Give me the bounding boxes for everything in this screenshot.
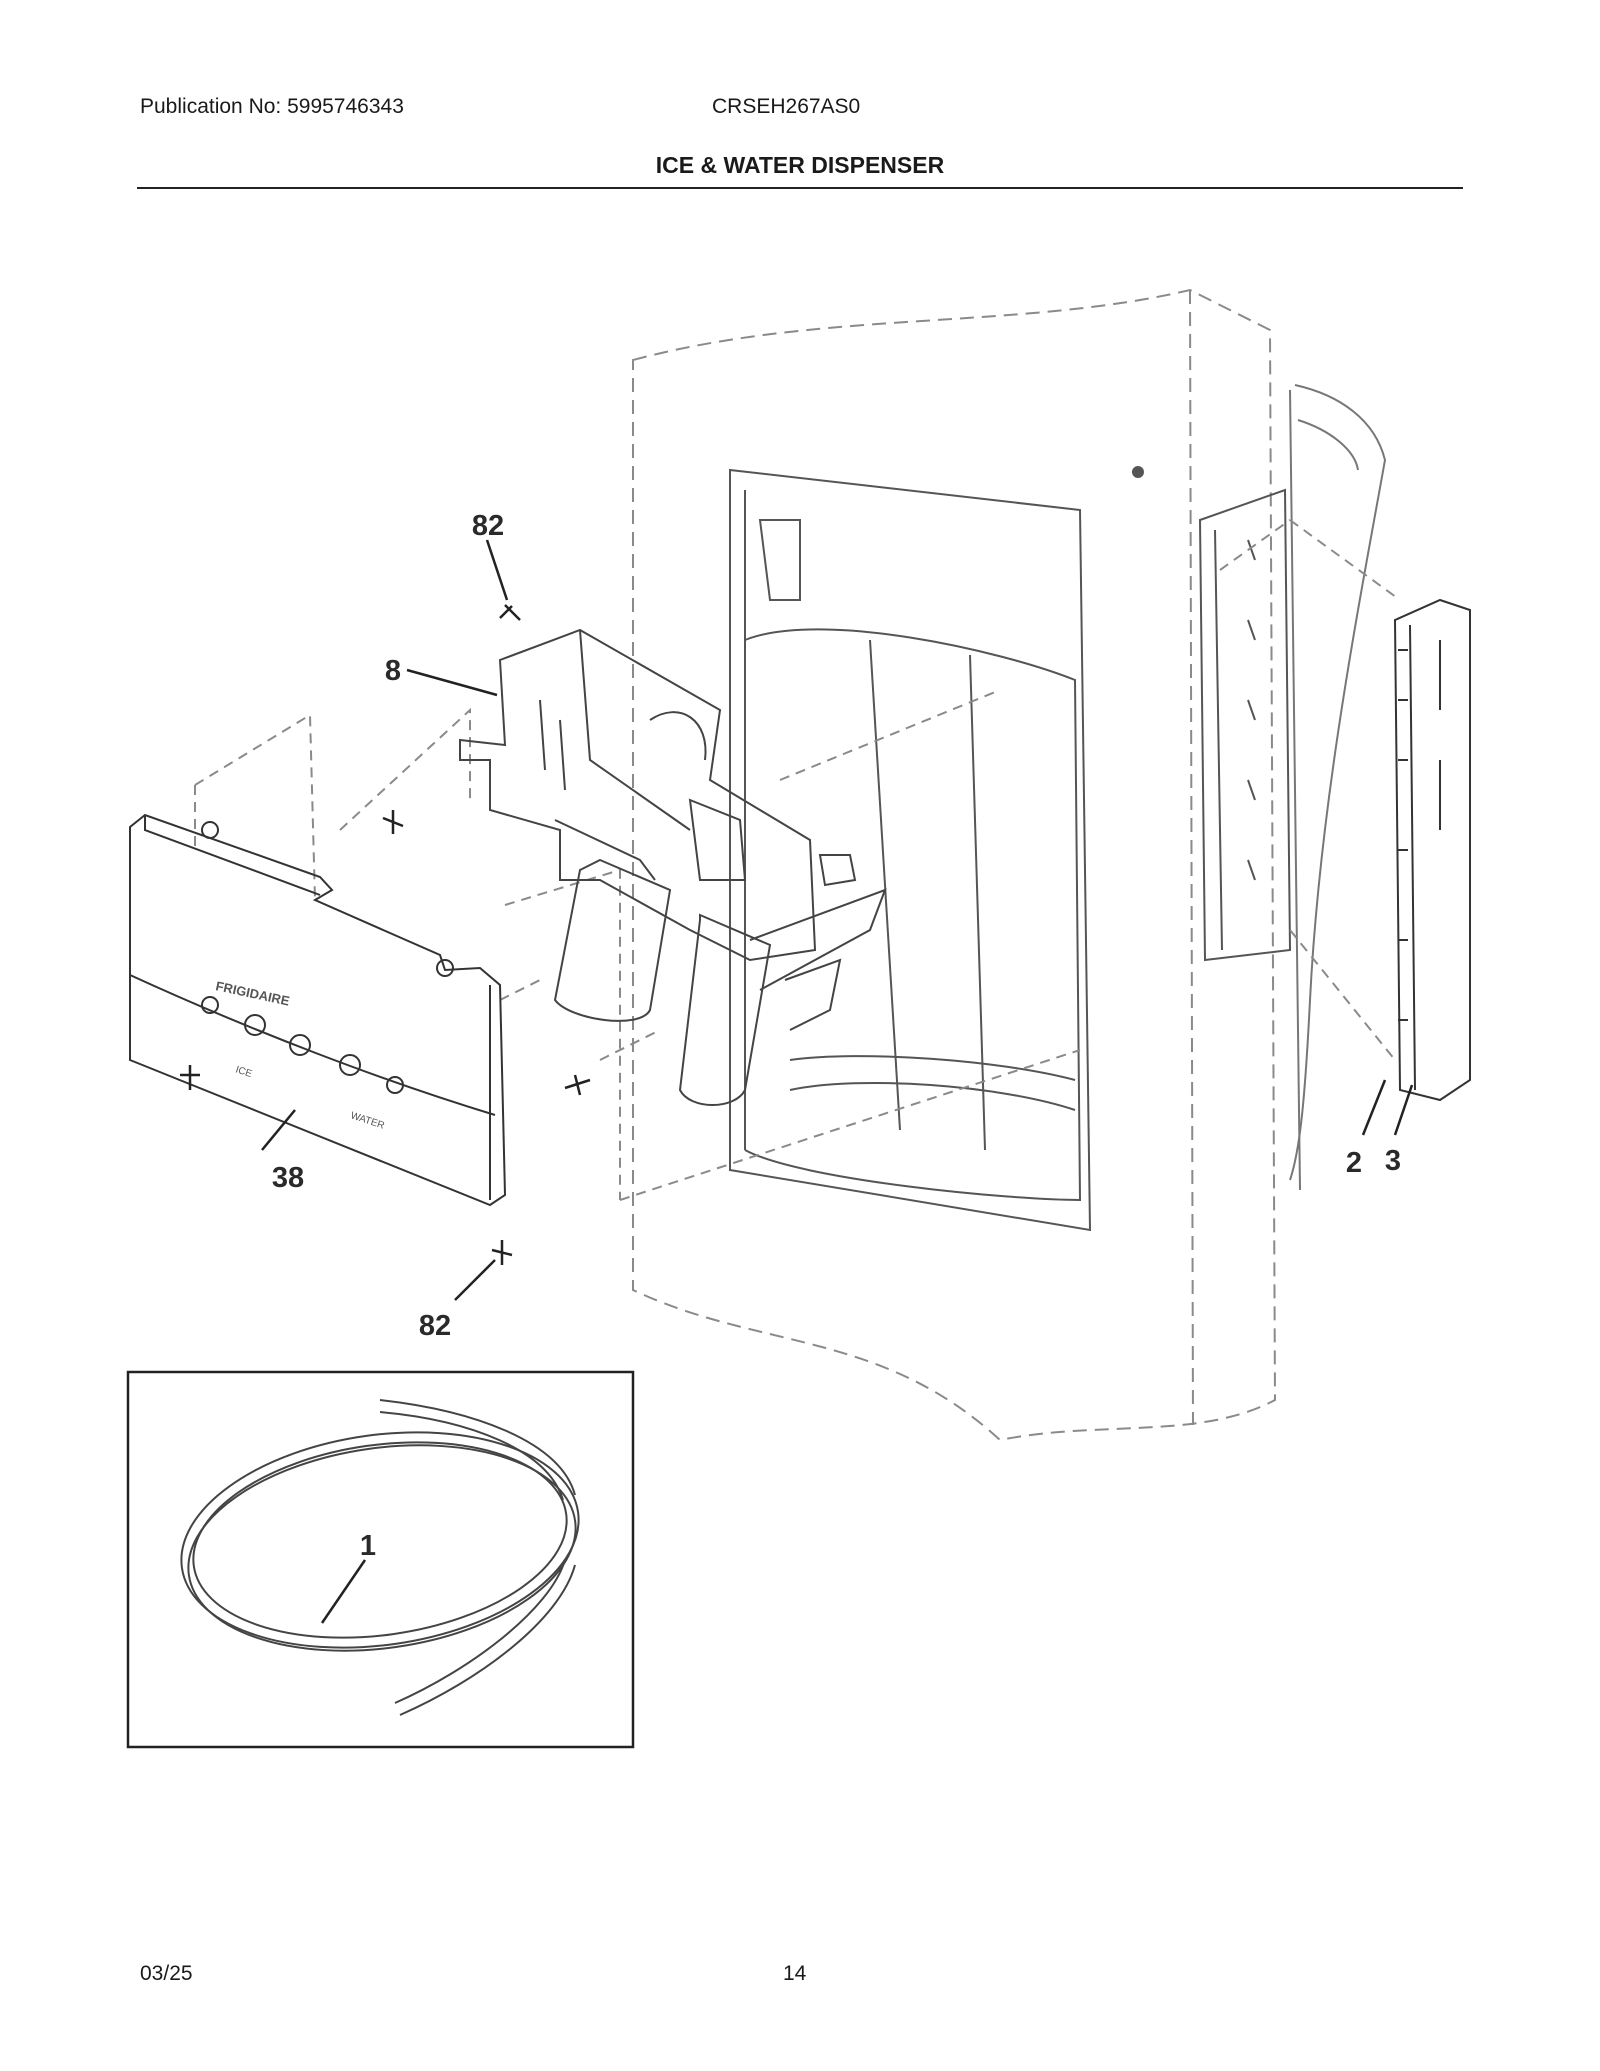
model-number: CRSEH267AS0: [712, 95, 861, 118]
callout-3: 3: [1385, 1145, 1401, 1177]
panel-brand-text: FRIGIDAIRE: [214, 978, 291, 1008]
callout-2: 2: [1346, 1147, 1362, 1179]
dispenser-cavity: [729, 466, 1144, 1232]
page-number: 14: [783, 1962, 807, 1985]
control-slot: [1198, 488, 1292, 962]
section-title: ICE & WATER DISPENSER: [655, 152, 945, 178]
header-rule: [137, 187, 1463, 189]
leader-lines: [261, 539, 1414, 1624]
panel-label-ice: ICE: [234, 1064, 254, 1080]
publication-date: 03/25: [140, 1962, 193, 1985]
callout-1: 1: [360, 1530, 376, 1562]
panel-label-water: WATER: [349, 1110, 386, 1131]
screws: [180, 604, 591, 1265]
lens-panel: [1393, 598, 1471, 1102]
door-handle: [1289, 384, 1387, 1191]
callout-82-bottom: 82: [419, 1310, 451, 1342]
publication-number: Publication No: 5995746343: [140, 95, 404, 118]
callout-8: 8: [385, 655, 401, 687]
dispenser-paddles: [553, 858, 887, 1106]
tubing-inset: [126, 1370, 635, 1749]
callout-82-top: 82: [472, 510, 504, 542]
actuator-bracket: [459, 628, 857, 962]
callout-38: 38: [272, 1162, 304, 1194]
alignment-lines: [194, 519, 1401, 1201]
control-panel-cover: [129, 813, 507, 1207]
door-outline: [632, 288, 1277, 1442]
